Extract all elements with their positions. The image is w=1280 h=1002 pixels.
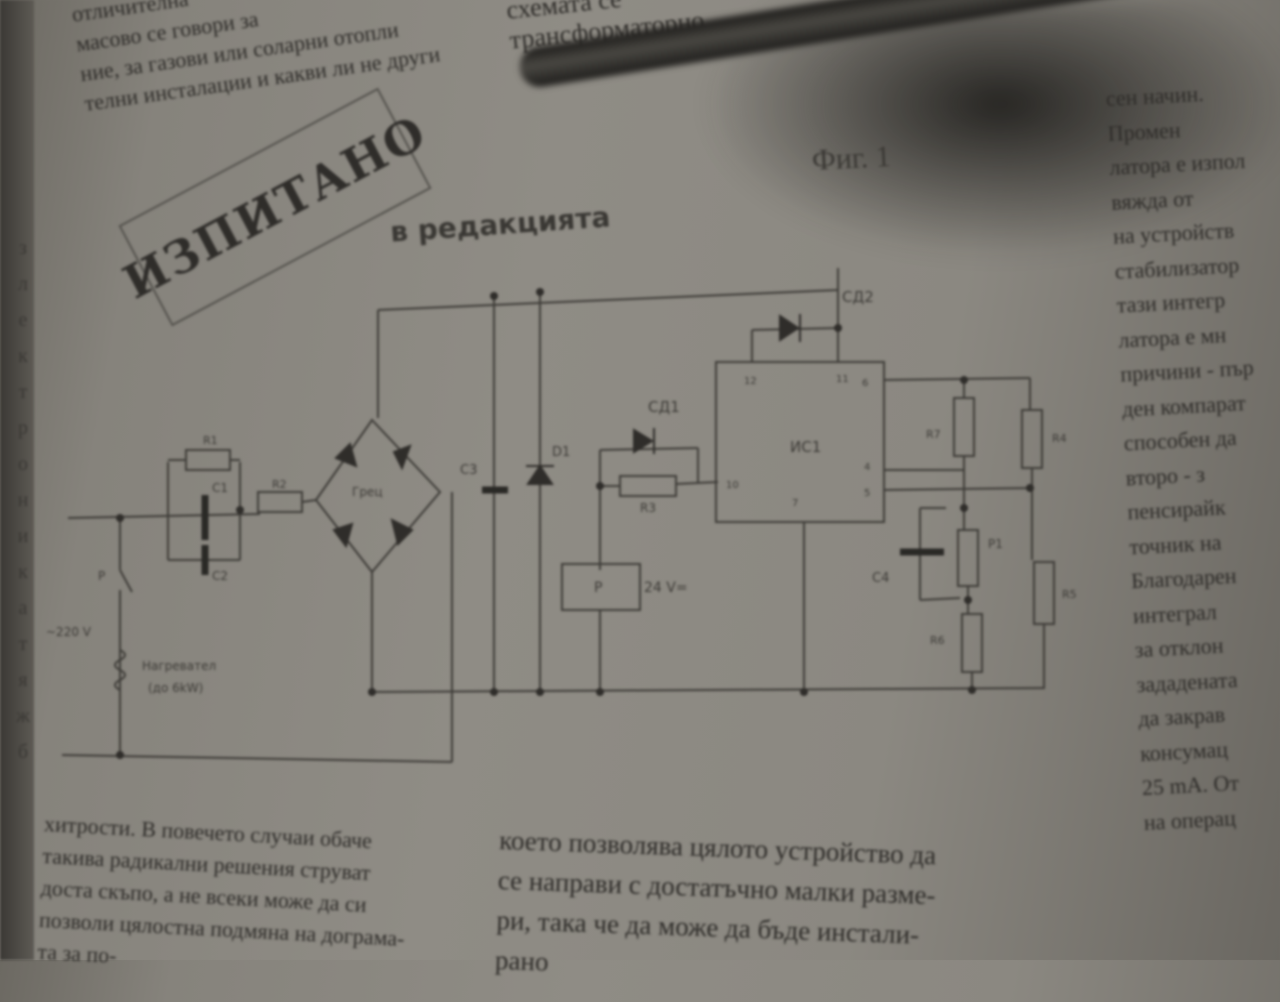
margin-letter: р xyxy=(18,417,28,439)
label-r3: R3 xyxy=(640,501,656,515)
resistor-r5 xyxy=(1033,561,1055,625)
label-pin10: 10 xyxy=(726,480,739,491)
margin-letter: н xyxy=(17,489,29,511)
margin-letter: л xyxy=(18,273,28,295)
label-r2: R2 xyxy=(272,478,287,491)
label-heater: Нагревател xyxy=(142,659,216,673)
label-r1: R1 xyxy=(203,434,218,447)
label-relay-voltage: 24 V= xyxy=(644,580,688,596)
margin-letter: я xyxy=(18,669,28,691)
label-relay: P xyxy=(594,580,602,596)
label-ic1: ИС1 xyxy=(790,438,821,456)
label-c1: C1 xyxy=(212,481,228,495)
margin-letter: ж xyxy=(16,705,30,727)
photo-scene: отличителна масово се говори за ние, за … xyxy=(0,0,1280,977)
label-pin12: 12 xyxy=(744,376,757,387)
label-switch: P xyxy=(98,569,105,583)
book-gutter xyxy=(0,0,34,960)
label-heater-power: (до 6kW) xyxy=(148,681,203,695)
margin-letter: т xyxy=(18,633,28,655)
resistor-r4 xyxy=(1021,409,1043,469)
label-d1: D1 xyxy=(552,445,570,460)
resistor-r7 xyxy=(953,397,975,457)
label-pin7: 7 xyxy=(792,498,798,509)
label-r7: R7 xyxy=(926,428,941,441)
margin-letter: т xyxy=(18,381,28,403)
resistor-r6 xyxy=(961,613,983,673)
margin-letter: е xyxy=(18,309,28,331)
circuit-schematic: R1 C1 C2 R2 Грец C3 D1 СД1 СД2 R3 ИС1 P … xyxy=(46,268,1077,763)
label-mains: ~220 V xyxy=(46,625,92,639)
label-pin5: 5 xyxy=(864,488,870,499)
margin-letter: з xyxy=(19,237,27,259)
resistor-r1 xyxy=(185,449,231,471)
label-pin4: 4 xyxy=(864,462,870,473)
label-c2: C2 xyxy=(212,569,228,583)
margin-letter: к xyxy=(18,561,28,583)
label-r6: R6 xyxy=(930,634,945,647)
resistor-r2 xyxy=(257,491,303,513)
label-c3: C3 xyxy=(460,463,477,478)
margin-letter: к xyxy=(18,345,28,367)
margin-letter: о xyxy=(18,453,28,475)
resistor-r3 xyxy=(619,475,677,497)
label-r4: R4 xyxy=(1052,432,1067,445)
heater-icon xyxy=(114,649,126,691)
label-p1: P1 xyxy=(988,537,1003,551)
label-sd1: СД1 xyxy=(648,398,680,416)
label-pin11: 11 xyxy=(836,374,849,385)
label-sd2: СД2 xyxy=(842,288,874,306)
margin-letter: б xyxy=(17,741,29,763)
ic1 xyxy=(715,361,885,523)
vertical-margin-text: з л е к т р о н и к а т я ж б xyxy=(12,230,34,770)
margin-letter: а xyxy=(18,597,28,619)
bridge-rectifier xyxy=(314,418,442,574)
potentiometer-p1 xyxy=(957,529,979,587)
margin-letter: и xyxy=(17,525,29,547)
label-pin6: 6 xyxy=(862,378,868,389)
label-r5: R5 xyxy=(1062,588,1077,601)
label-bridge: Грец xyxy=(352,485,383,499)
label-c4: C4 xyxy=(872,571,889,586)
